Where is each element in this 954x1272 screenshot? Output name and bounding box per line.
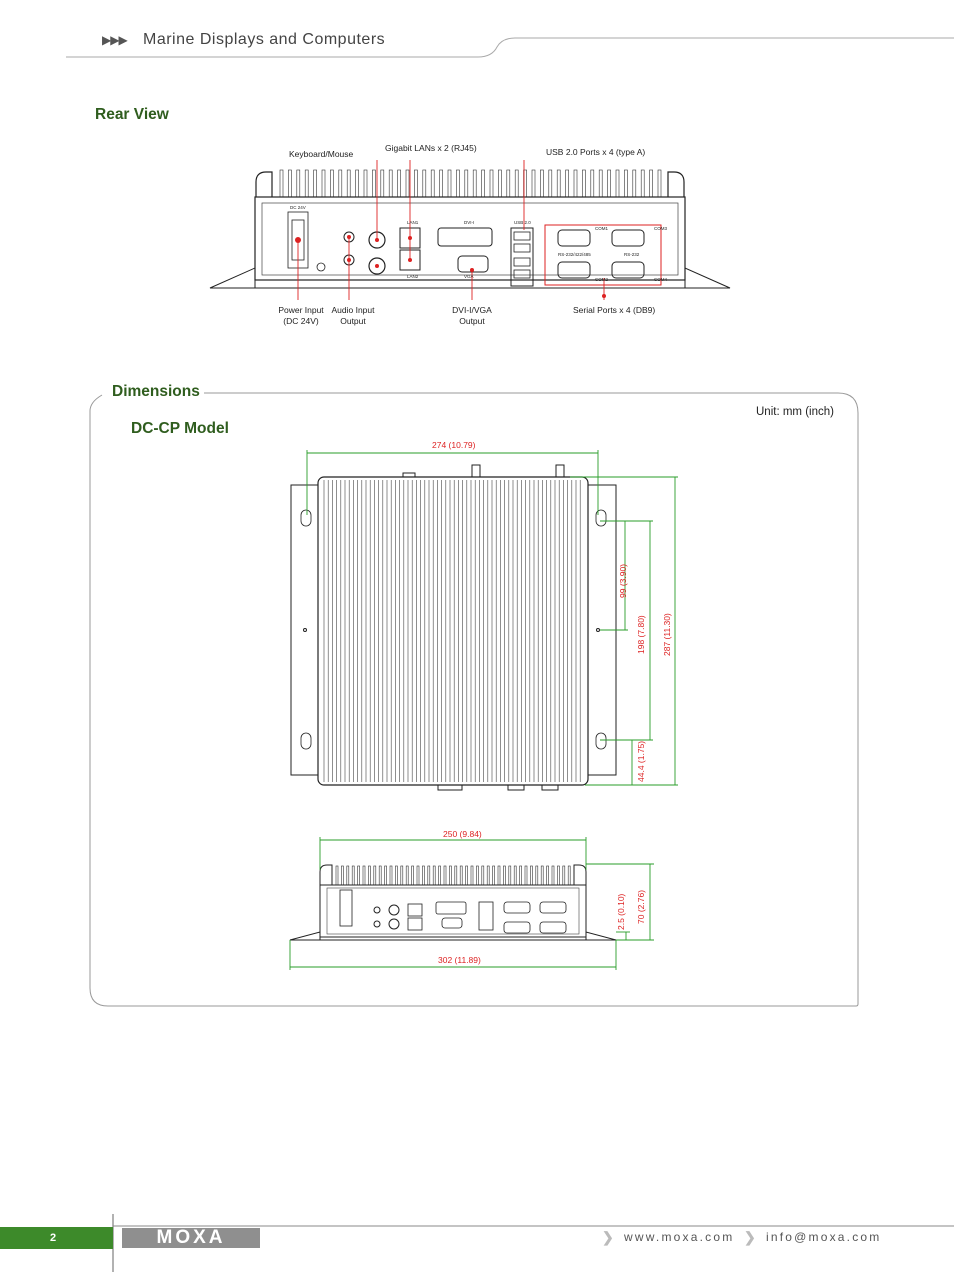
rear-view-title: Rear View xyxy=(95,106,169,123)
panel-label-usb: USB 2.0 xyxy=(514,220,531,225)
callout-power-input-line1: Power Input xyxy=(278,305,324,315)
panel-label-dc: DC 24V xyxy=(290,205,306,210)
rear-panel-drawing: DC 24V LAN1 LAN2 DVI-I VGA USB 2.0 COM1 … xyxy=(209,160,731,300)
panel-label-lan2: LAN2 xyxy=(407,274,419,279)
panel-label-rs232: RS-232 xyxy=(624,252,640,257)
chevron-right-icon: ❯ xyxy=(602,1229,614,1245)
dim-front-width: 250 (9.84) xyxy=(443,829,482,839)
chevron-right-icon: ❯ xyxy=(744,1229,756,1245)
moxa-logo: MOXA xyxy=(122,1228,260,1248)
model-title: DC-CP Model xyxy=(131,420,229,437)
dim-overall-width: 302 (11.89) xyxy=(438,955,481,965)
callout-usb-ports: USB 2.0 Ports x 4 (type A) xyxy=(546,147,646,157)
dim-height: 70 (2.76) xyxy=(636,889,646,924)
callout-dvi-line2: Output xyxy=(459,316,485,326)
panel-label-lan1: LAN1 xyxy=(407,220,419,225)
front-view-fins xyxy=(335,865,571,886)
top-view-fins xyxy=(323,480,581,782)
dim-mount-spacing: 198 (7.80) xyxy=(636,615,646,654)
callout-serial-ports: Serial Ports x 4 (DB9) xyxy=(573,305,656,315)
callout-power-input: Power Input (DC 24V) xyxy=(276,305,326,327)
footer-rules xyxy=(112,1214,954,1272)
panel-label-com2: COM2 xyxy=(595,277,608,282)
heatsink-fins xyxy=(279,169,662,198)
dim-top-width: 274 (10.79) xyxy=(432,440,476,450)
dimensions-title: Dimensions xyxy=(112,383,204,401)
panel-label-dvi: DVI-I xyxy=(464,220,474,225)
callout-power-input-line2: (DC 24V) xyxy=(283,316,319,326)
panel-label-rs232-422-485: RS-232/422/485 xyxy=(558,252,591,257)
header-rule xyxy=(66,37,954,58)
header-arrows: ▶▶▶ xyxy=(102,33,128,47)
dimensions-frame xyxy=(89,392,859,1007)
email-link[interactable]: info@moxa.com xyxy=(766,1230,882,1244)
callout-audio: Audio Input Output xyxy=(326,305,380,327)
website-link[interactable]: www.moxa.com xyxy=(624,1230,735,1244)
page-number: 2 xyxy=(0,1227,113,1249)
top-view-drawing xyxy=(290,450,678,791)
dim-flange: 2.5 (0.10) xyxy=(616,893,626,930)
callout-dvi-line1: DVI-I/VGA xyxy=(452,305,492,315)
front-view-drawing xyxy=(289,837,654,970)
panel-label-vga: VGA xyxy=(464,274,474,279)
callout-keyboard-mouse: Keyboard/Mouse xyxy=(289,149,354,159)
dim-depth: 287 (11.30) xyxy=(662,613,672,656)
callout-dvi-vga: DVI-I/VGA Output xyxy=(447,305,497,327)
callout-audio-line1: Audio Input xyxy=(331,305,375,315)
panel-label-com4: COM4 xyxy=(654,277,667,282)
dim-bottom-offset: 44.4 (1.75) xyxy=(636,740,646,782)
dim-hole-spacing: 99 (3.90) xyxy=(618,563,628,598)
unit-label: Unit: mm (inch) xyxy=(756,406,834,418)
callout-gigabit-lans: Gigabit LANs x 2 (RJ45) xyxy=(385,143,477,153)
callout-audio-line2: Output xyxy=(340,316,366,326)
panel-label-com1: COM1 xyxy=(595,226,608,231)
header-title: Marine Displays and Computers xyxy=(143,31,386,48)
panel-label-com3: COM3 xyxy=(654,226,667,231)
